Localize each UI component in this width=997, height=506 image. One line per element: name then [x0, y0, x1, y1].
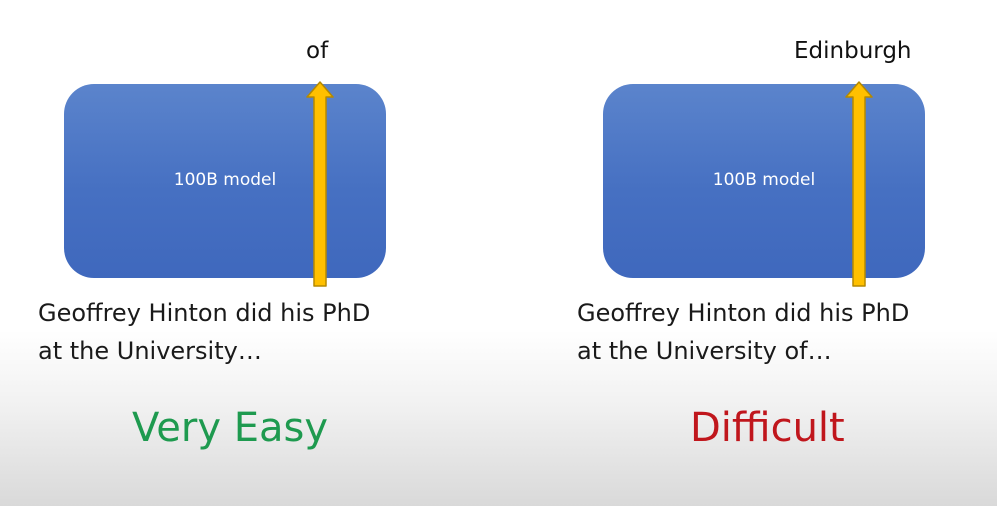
prompt-text: Geoffrey Hinton did his PhD at the Unive… — [577, 294, 909, 370]
prompt-line: Geoffrey Hinton did his PhD — [577, 299, 910, 327]
prompt-line: at the University… — [38, 337, 262, 365]
verdict-label: Very Easy — [132, 405, 328, 451]
model-label: 100B model — [173, 170, 277, 190]
prompt-line: at the University of… — [577, 337, 832, 365]
prompt-text: Geoffrey Hinton did his PhD at the Unive… — [38, 294, 370, 370]
arrow-up-icon — [845, 81, 873, 287]
output-word: Edinburgh — [794, 38, 912, 64]
model-label: 100B model — [712, 170, 816, 190]
prompt-line: Geoffrey Hinton did his PhD — [38, 299, 371, 327]
output-word: of — [306, 38, 329, 64]
arrow-up-icon — [306, 81, 334, 287]
verdict-label: Difficult — [690, 405, 845, 451]
easy-panel: 100B model of Geoffrey Hinton did his Ph… — [38, 0, 498, 506]
model-box — [603, 84, 925, 278]
model-box — [64, 84, 386, 278]
difficult-panel: 100B model Edinburgh Geoffrey Hinton did… — [577, 0, 997, 506]
